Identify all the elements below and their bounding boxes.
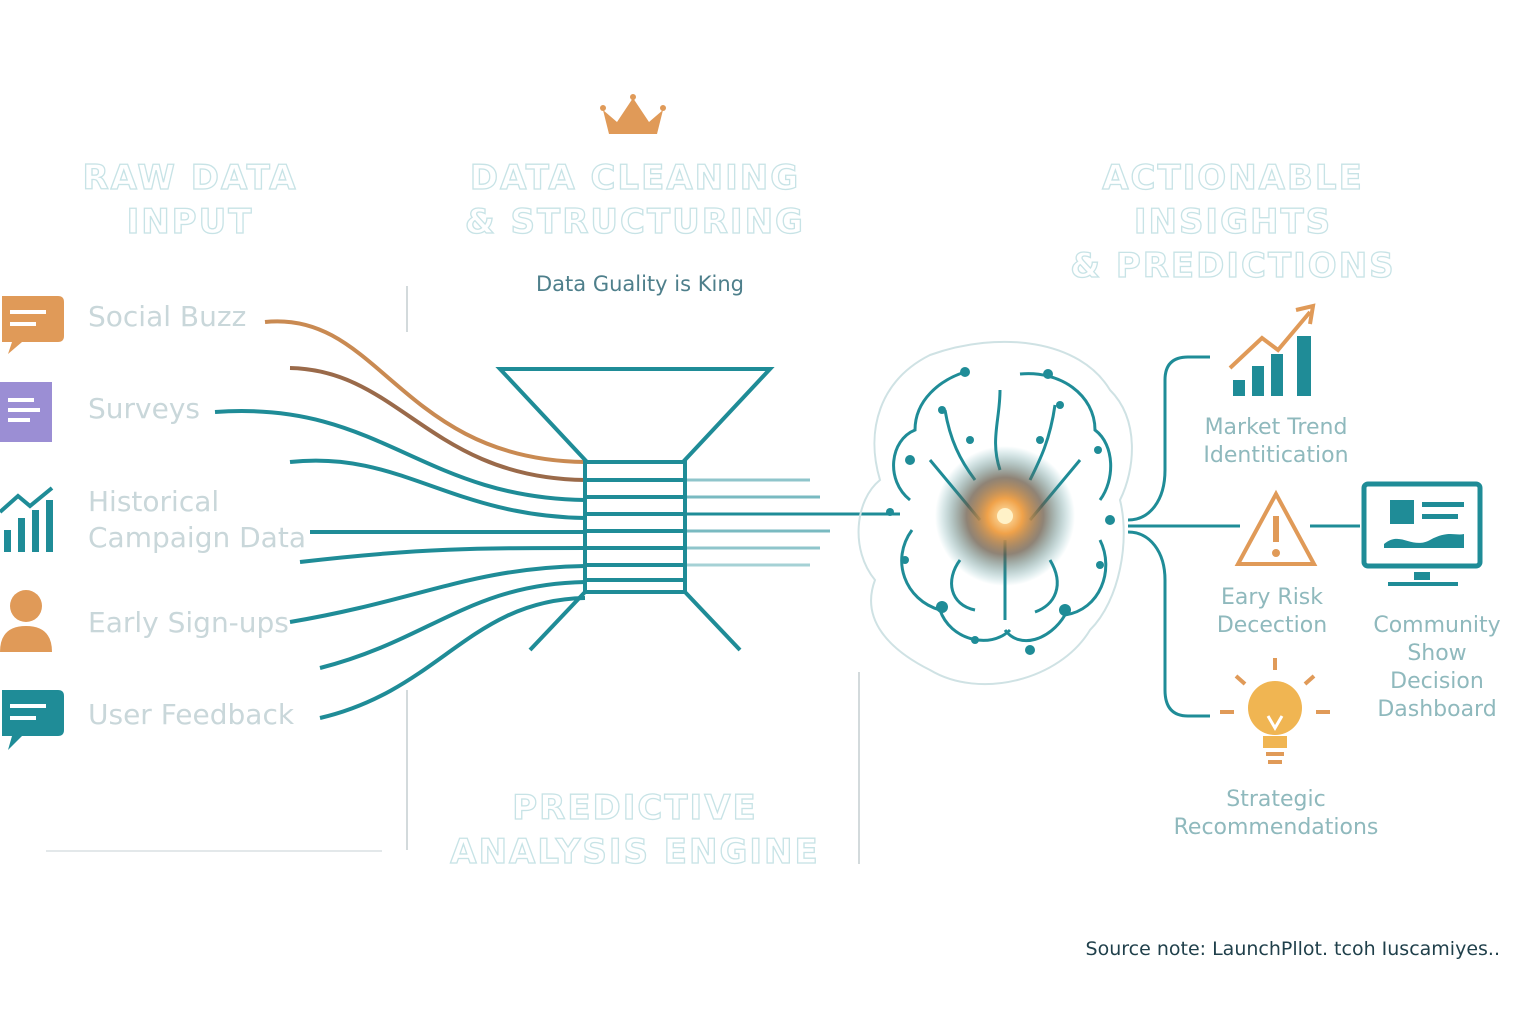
source-note: Source note: LaunchPllot. tcoh Iuscamiye… bbox=[1085, 938, 1500, 960]
insight-label-risk-detection: Eary Risk Decection bbox=[1216, 585, 1328, 638]
insight-label-recommendations: Strategic Recommendations bbox=[1173, 787, 1379, 840]
stage-title-cleaning: DATA CLEANING & STRUCTURING bbox=[464, 157, 805, 242]
crown-icon bbox=[600, 94, 666, 134]
column-divider bbox=[406, 286, 408, 332]
source-label-social-buzz: Social Buzz bbox=[88, 300, 247, 333]
stage-title-engine: PREDICTIVE ANALYSIS ENGINE bbox=[450, 787, 820, 872]
filter-funnel-icon bbox=[495, 367, 775, 652]
chat-bubble-icon bbox=[2, 690, 64, 750]
insight-label-market-trend: Market Trend Identitication bbox=[1203, 415, 1349, 468]
warning-triangle-icon bbox=[1234, 489, 1318, 566]
source-label-surveys: Surveys bbox=[88, 392, 200, 425]
lightbulb-icon bbox=[1220, 658, 1330, 764]
form-document-icon bbox=[0, 382, 52, 442]
processed-flow-lines bbox=[685, 478, 900, 567]
chat-bubble-icon bbox=[2, 296, 64, 354]
insight-connectors bbox=[1127, 355, 1360, 718]
stage-title-raw-input: RAW DATA INPUT bbox=[82, 157, 298, 242]
source-label-historical: Historical Campaign Data bbox=[88, 485, 306, 554]
insight-label-dashboard: Community Show Decision Dashboard bbox=[1373, 613, 1501, 722]
monitor-dashboard-icon bbox=[1361, 481, 1483, 586]
input-flow-lines bbox=[214, 319, 586, 720]
funnel-output-strands bbox=[596, 592, 670, 745]
ai-core-spark bbox=[997, 508, 1013, 524]
tagline: Data Guality is King bbox=[536, 272, 744, 296]
bar-chart-trend-icon bbox=[0, 486, 54, 552]
source-label-user-feedback: User Feedback bbox=[88, 698, 295, 731]
brain-nodes bbox=[886, 367, 1115, 655]
row-divider bbox=[46, 850, 382, 852]
column-divider bbox=[858, 672, 860, 864]
stage-title-insights: ACTIONABLE INSIGHTS & PREDICTIONS bbox=[1070, 157, 1396, 286]
user-person-icon bbox=[0, 590, 52, 652]
rising-bar-chart-icon bbox=[1228, 303, 1316, 396]
source-label-early-signups: Early Sign-ups bbox=[88, 606, 289, 639]
column-divider bbox=[406, 690, 408, 850]
